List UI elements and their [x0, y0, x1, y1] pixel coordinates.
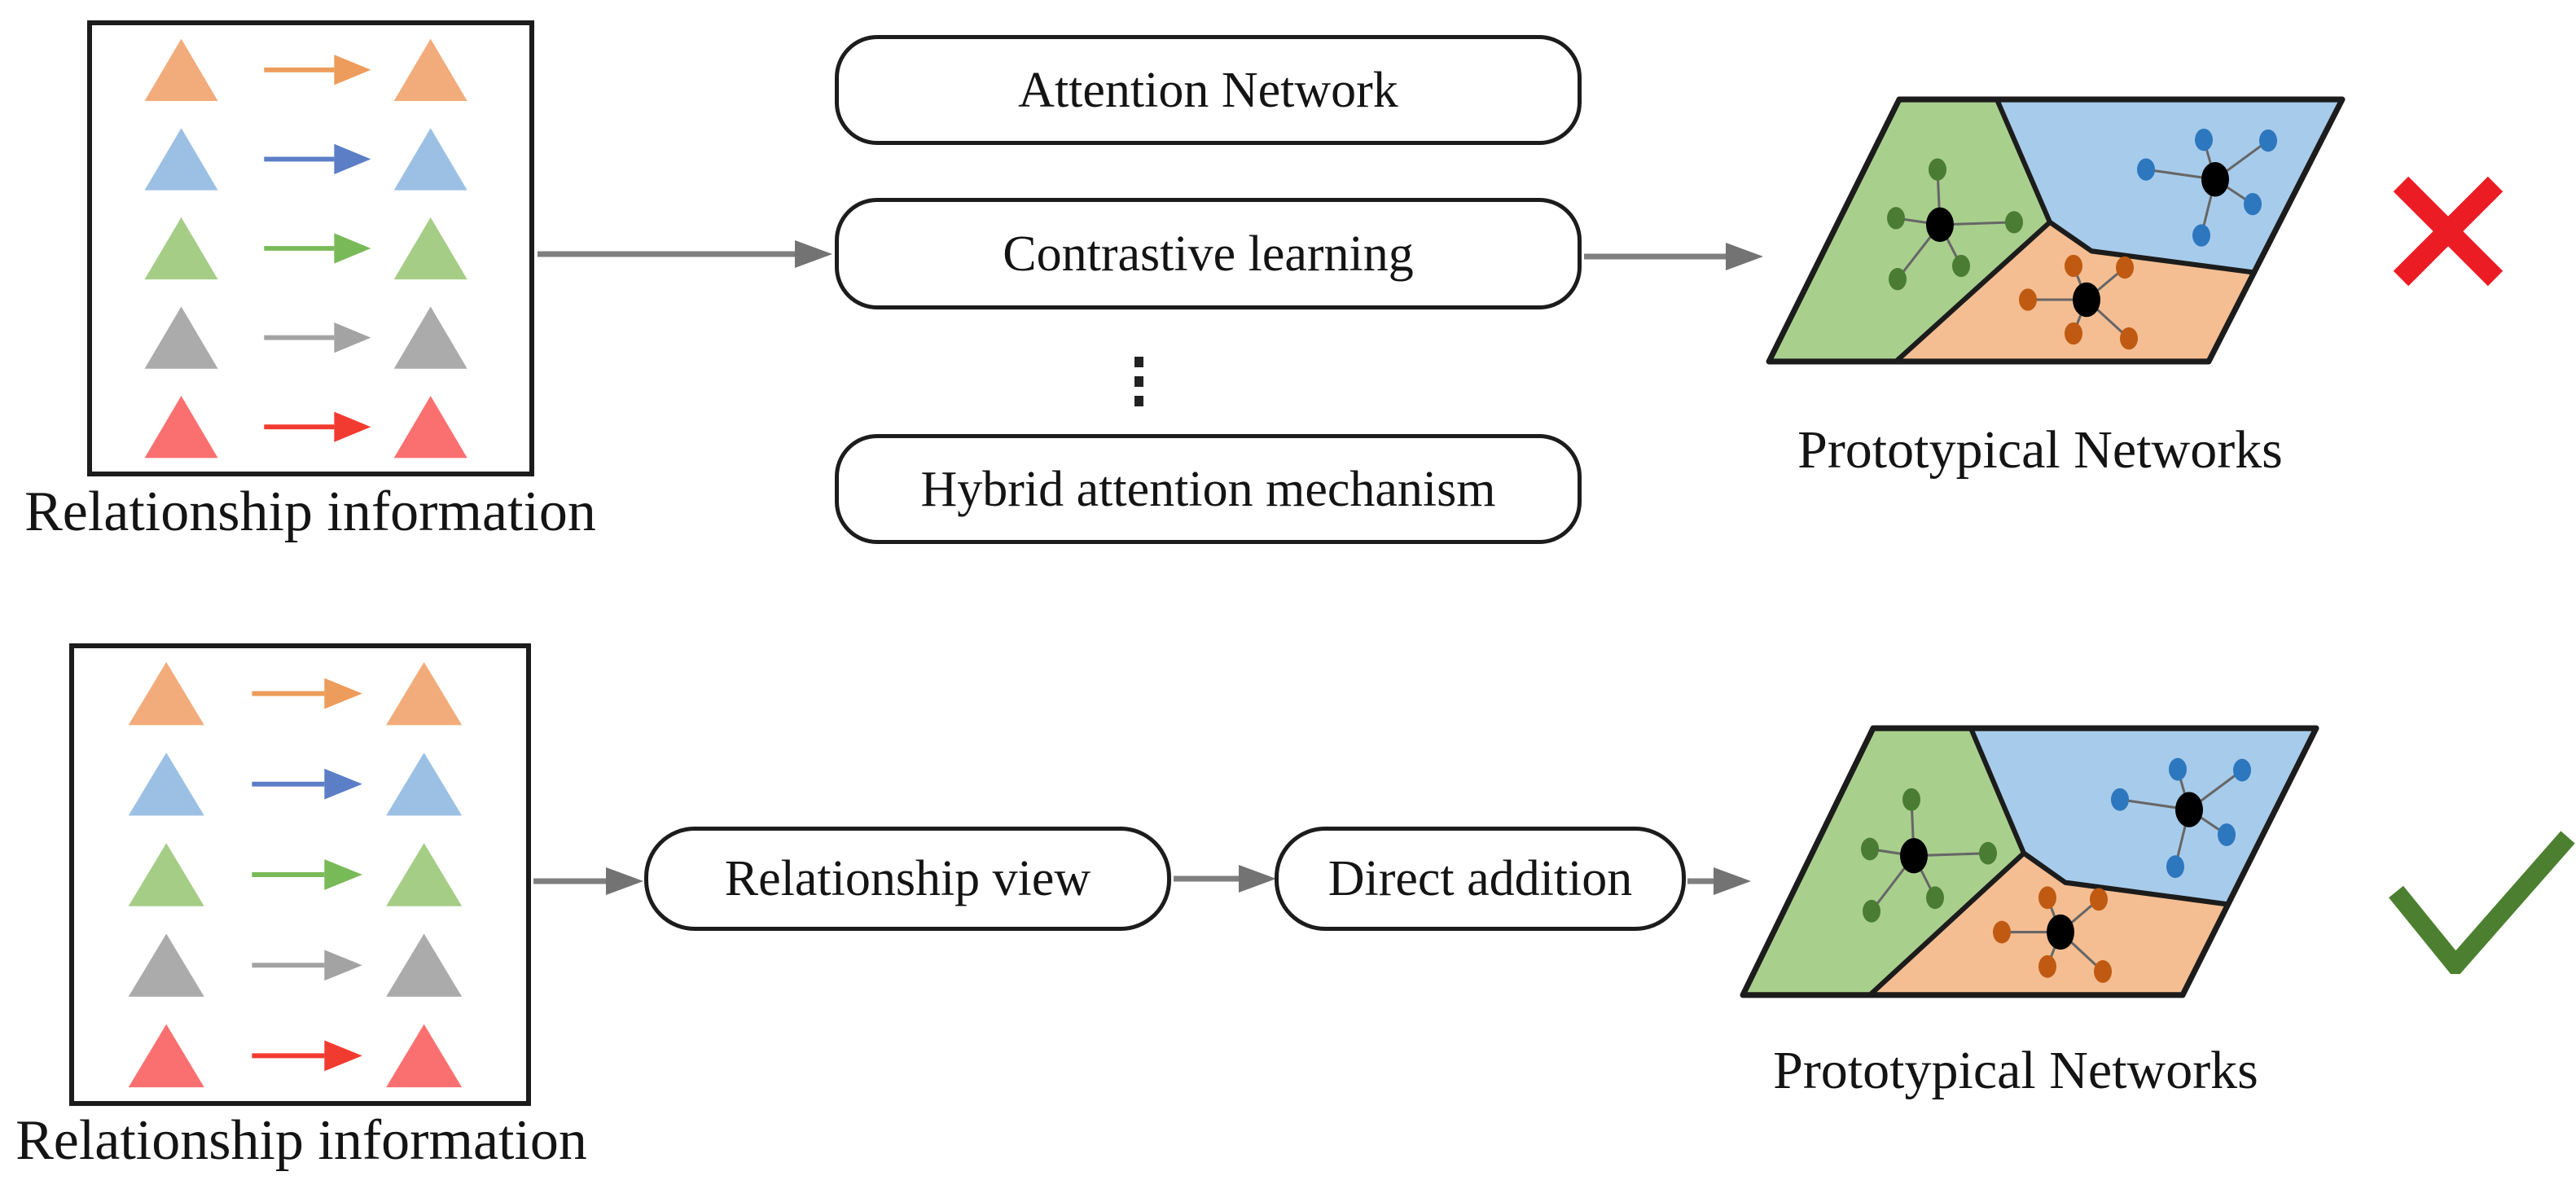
triangle-mapping-rows-icon — [144, 38, 467, 458]
green-check-icon — [2389, 831, 2575, 974]
step-box-label: Direct addition — [1327, 851, 1633, 906]
method-box-hybrid-attention-mechanism: Hybrid attention mechanism — [835, 434, 1582, 544]
method-box-attention-network: Attention Network — [835, 35, 1582, 145]
method-box-label: Hybrid attention mechanism — [920, 461, 1496, 517]
vertical-ellipsis-icon — [1134, 357, 1143, 406]
prototypical-networks-diagram-bottom — [1740, 723, 2319, 1000]
voronoi-parallelogram-icon — [1740, 725, 2319, 998]
relationship-information-label-top: Relationship information — [24, 480, 596, 543]
relationship-information-label-bottom: Relationship information — [15, 1109, 587, 1172]
relationship-information-box-top — [87, 20, 534, 476]
voronoi-parallelogram-icon — [1766, 96, 2346, 365]
prototypical-networks-diagram-top — [1766, 94, 2346, 366]
method-box-contrastive-learning: Contrastive learning — [835, 198, 1582, 309]
triangle-mapping-rows-icon — [128, 661, 463, 1088]
prototypical-networks-label-bottom: Prototypical Networks — [1773, 1041, 2258, 1100]
step-box-label: Relationship view — [724, 851, 1091, 906]
prototypical-networks-label-top: Prototypical Networks — [1797, 420, 2283, 480]
method-box-label: Contrastive learning — [1003, 226, 1414, 282]
step-box-direct-addition: Direct addition — [1275, 827, 1686, 931]
relationship-information-box-bottom — [69, 643, 531, 1106]
red-cross-icon — [2393, 176, 2504, 287]
method-box-label: Attention Network — [1018, 62, 1398, 118]
step-box-relationship-view: Relationship view — [644, 827, 1171, 931]
